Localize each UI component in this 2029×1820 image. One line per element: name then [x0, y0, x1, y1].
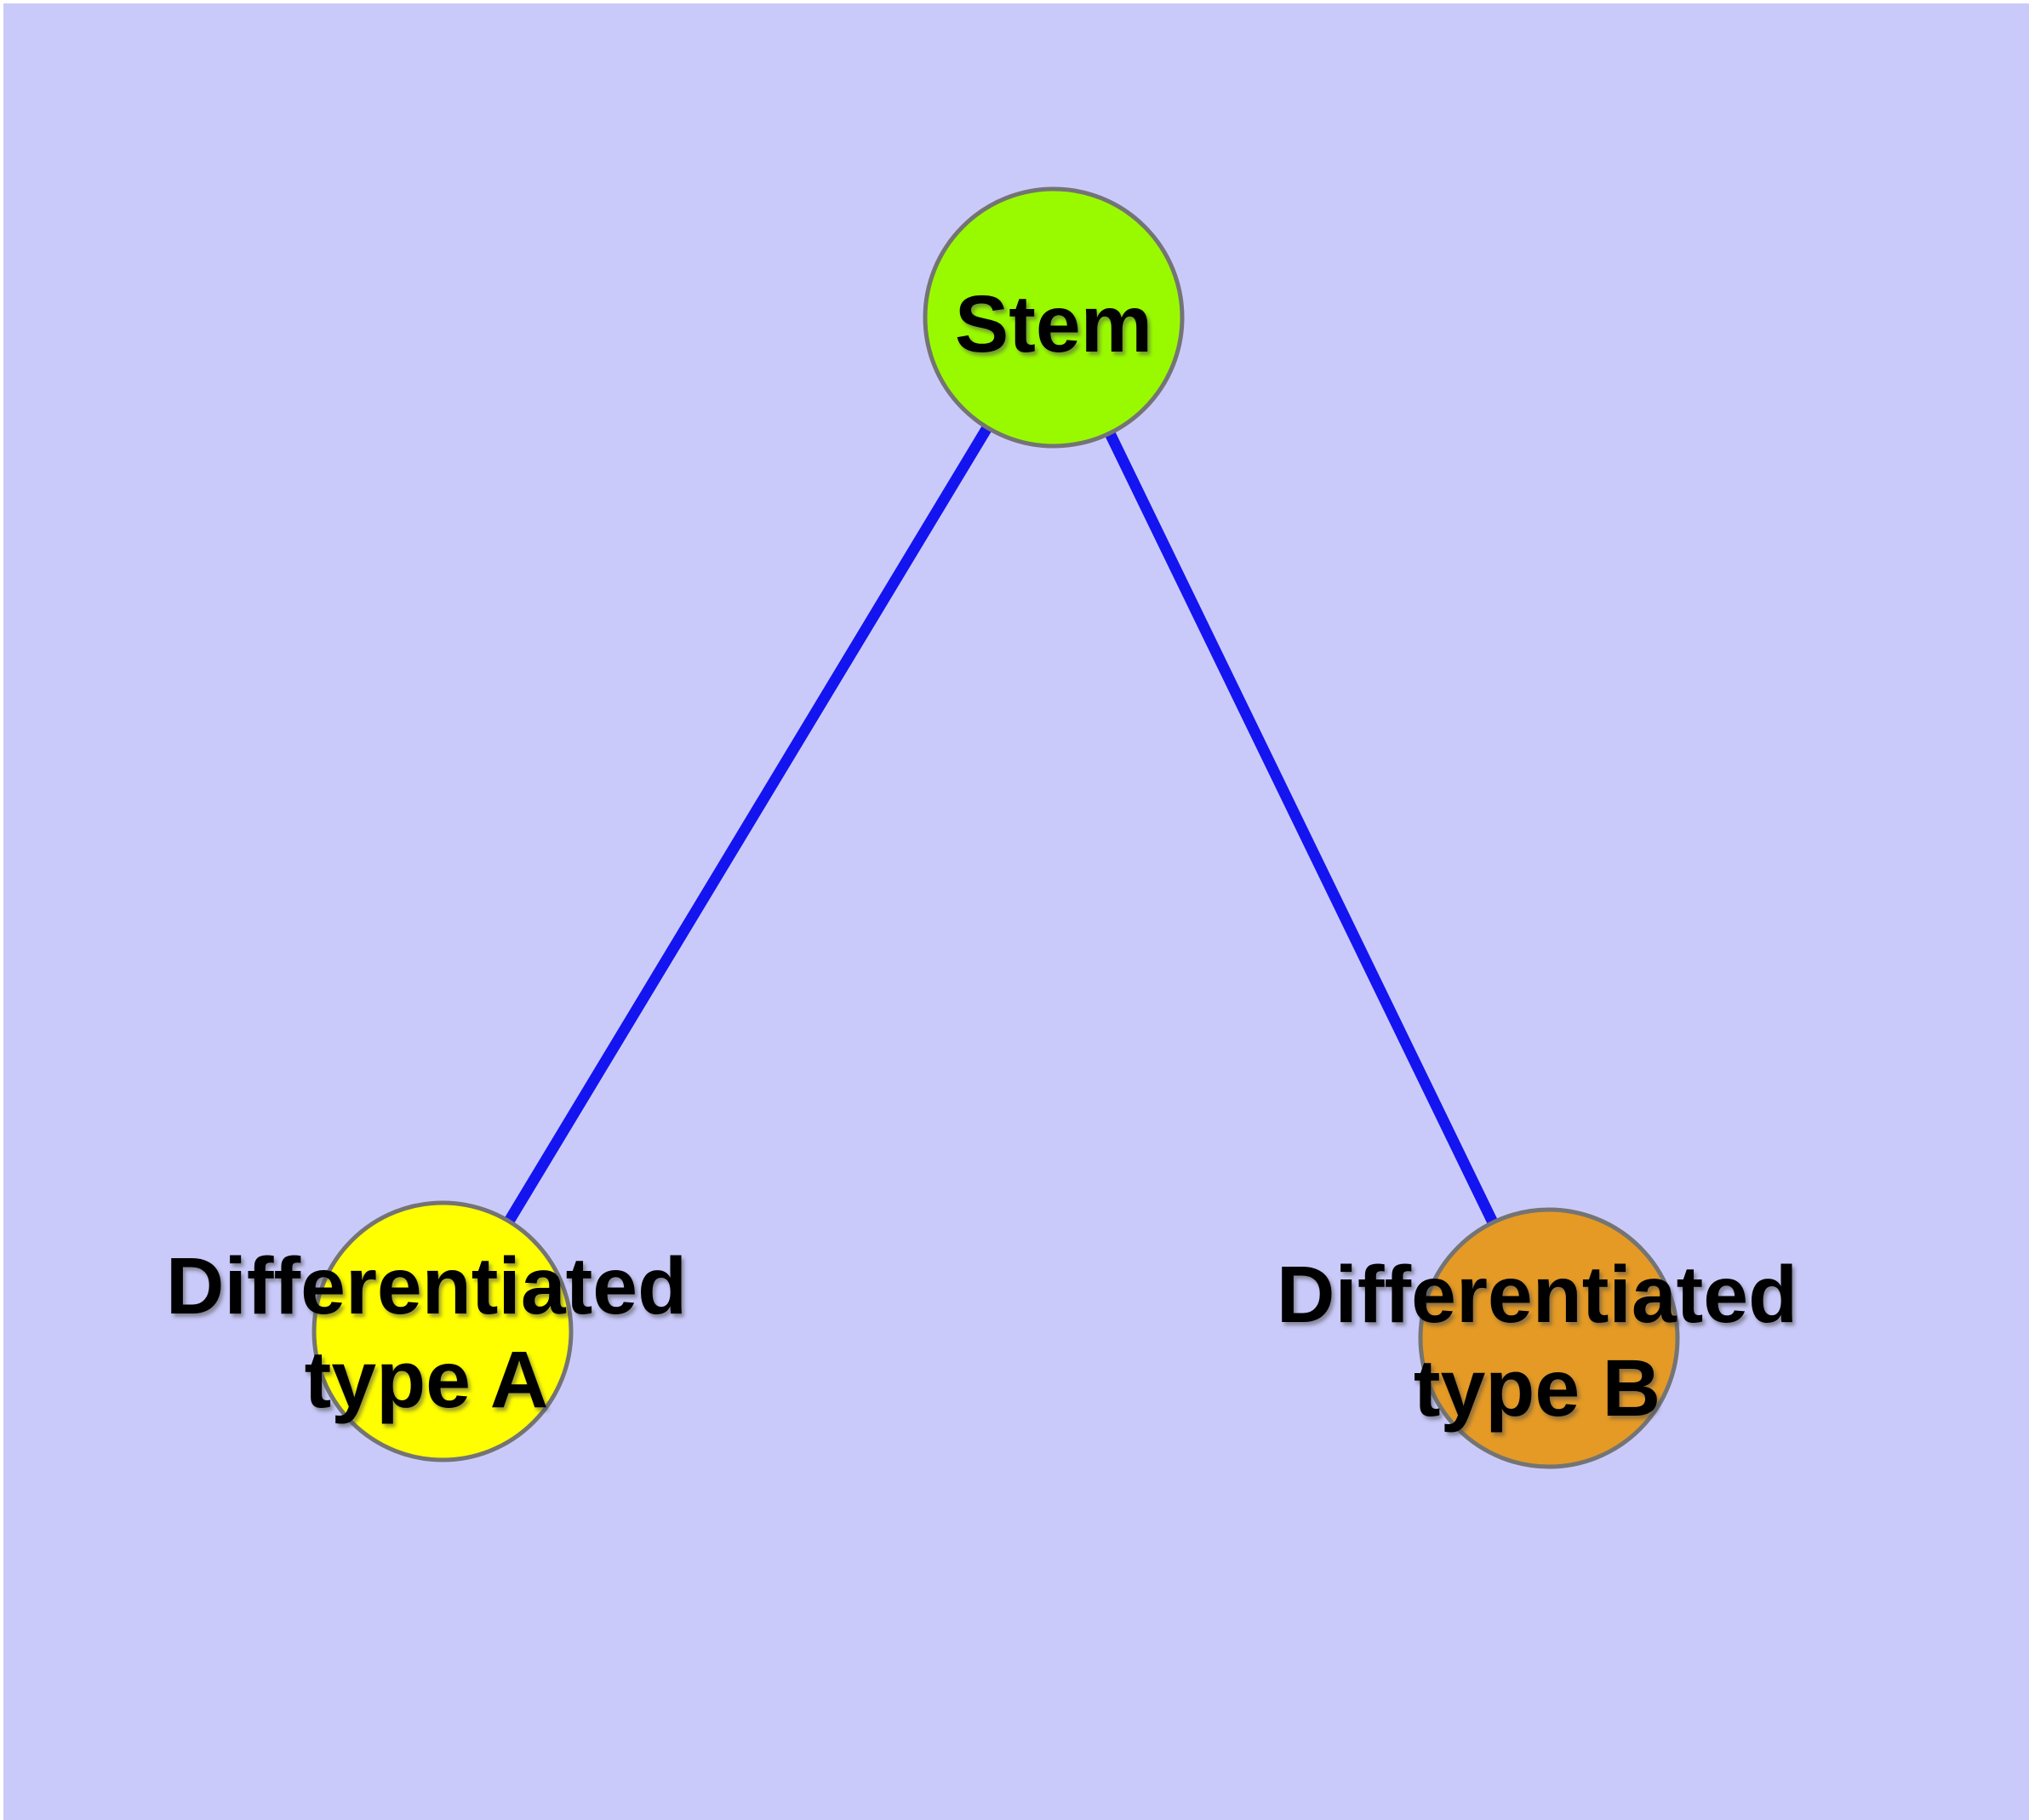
top-white-strip — [0, 0, 2029, 3]
left-white-strip — [0, 0, 3, 1820]
type-a-node-circle — [311, 1200, 574, 1462]
edge-stem-to-type-a — [437, 314, 1059, 1335]
stem-node-circle — [923, 186, 1185, 449]
type-b-node-circle — [1418, 1207, 1680, 1469]
edge-stem-to-type-b — [1049, 315, 1554, 1341]
